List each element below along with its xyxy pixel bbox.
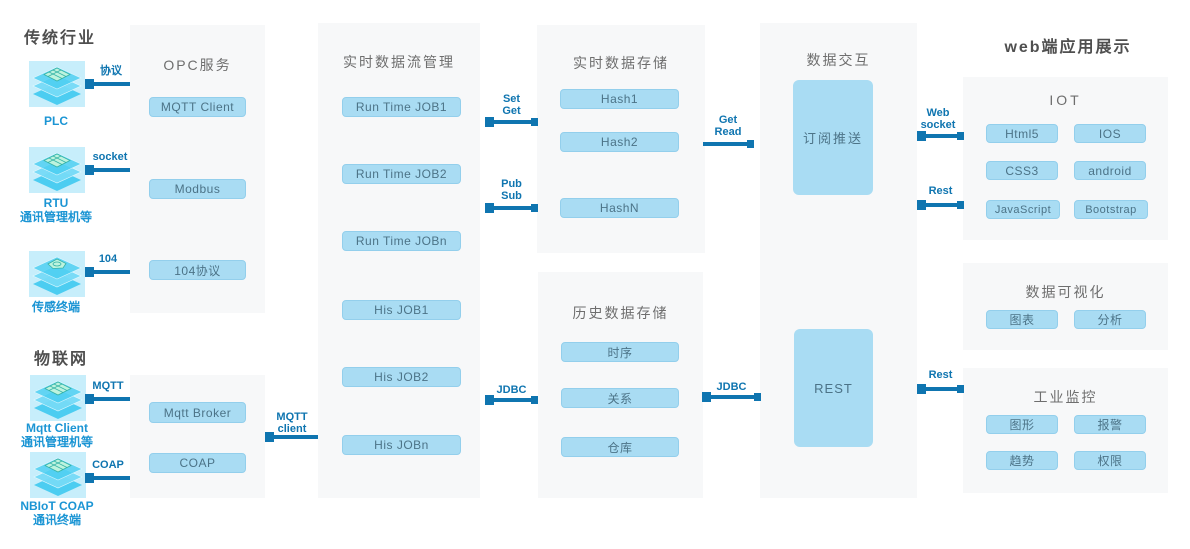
panel-title-visualization: 数据可视化 bbox=[1025, 284, 1106, 300]
connector-mqtt-client-label: MQTT client bbox=[276, 411, 308, 435]
panel-title-exchange: 数据交互 bbox=[806, 52, 871, 68]
connector-mqtt-client bbox=[265, 432, 318, 442]
connector-web-socket-label: Web socket bbox=[920, 107, 956, 131]
exchange-box-rest: REST bbox=[794, 329, 873, 447]
iot-button-bootstrap: Bootstrap bbox=[1074, 200, 1148, 219]
connector-rest-bottom bbox=[917, 384, 964, 394]
connector-rest-top bbox=[917, 200, 964, 210]
connector-coap-label: COAP bbox=[92, 459, 124, 471]
stream-button-runtime-job2: Run Time JOB2 bbox=[342, 164, 461, 184]
connector-rest-top-label: Rest bbox=[928, 185, 953, 197]
stream-button-his-jobn: His JOBn bbox=[342, 435, 461, 455]
connector-pub-sub bbox=[485, 203, 538, 213]
connector-coap bbox=[85, 473, 130, 483]
connector-jdbc-right-label: JDBC bbox=[716, 381, 747, 393]
connector-jdbc-left bbox=[485, 395, 538, 405]
connector-web-socket bbox=[917, 131, 964, 141]
viz-button-analysis: 分析 bbox=[1074, 310, 1146, 329]
panel-title-realtime-store: 实时数据存储 bbox=[573, 55, 669, 71]
device-label-plc: PLC bbox=[44, 114, 68, 128]
connector-rest-bottom-label: Rest bbox=[928, 369, 953, 381]
opc-button-modbus: Modbus bbox=[149, 179, 246, 199]
panel-iot-gateway bbox=[130, 375, 265, 498]
realtime-button-hash1: Hash1 bbox=[560, 89, 679, 109]
device-icon-mqtt-client bbox=[30, 375, 86, 421]
device-icon-rtu bbox=[29, 147, 85, 193]
connector-104 bbox=[85, 267, 130, 277]
panel-visualization bbox=[963, 263, 1168, 350]
history-button-relational: 关系 bbox=[561, 388, 679, 408]
connector-jdbc-left-label: JDBC bbox=[496, 384, 527, 396]
panel-history-store bbox=[538, 272, 703, 498]
iot-button-android: android bbox=[1074, 161, 1146, 180]
device-label-rtu: RTU 通讯管理机等 bbox=[19, 196, 92, 224]
stream-button-runtime-jobn: Run Time JOBn bbox=[342, 231, 461, 251]
device-label-mqtt-client: Mqtt Client 通讯管理机等 bbox=[20, 421, 93, 449]
stream-button-runtime-job1: Run Time JOB1 bbox=[342, 97, 461, 117]
gateway-button-coap: COAP bbox=[149, 453, 246, 473]
connector-set-get-label: Set Get bbox=[502, 93, 521, 117]
iot-button-html5: Html5 bbox=[986, 124, 1058, 143]
section-title-legacy-industry: 传统行业 bbox=[24, 30, 97, 47]
panel-title-monitor: 工业监控 bbox=[1033, 389, 1098, 405]
connector-set-get bbox=[485, 117, 538, 127]
monitor-button-graphics: 图形 bbox=[986, 415, 1058, 434]
opc-button-mqtt-client: MQTT Client bbox=[149, 97, 246, 117]
iot-button-javascript: JavaScript bbox=[986, 200, 1060, 219]
stream-button-his-job2: His JOB2 bbox=[342, 367, 461, 387]
device-icon-sensor bbox=[29, 251, 85, 297]
connector-protocol-label: 协议 bbox=[100, 65, 122, 77]
stream-button-his-job1: His JOB1 bbox=[342, 300, 461, 320]
panel-title-history-store: 历史数据存储 bbox=[572, 305, 669, 321]
connector-mqtt bbox=[85, 394, 130, 404]
gateway-button-mqtt-broker: Mqtt Broker bbox=[149, 402, 246, 423]
panel-title-opc: OPC服务 bbox=[163, 57, 232, 73]
connector-socket bbox=[85, 165, 130, 175]
viz-button-charts: 图表 bbox=[986, 310, 1058, 329]
monitor-button-alarm: 报警 bbox=[1074, 415, 1146, 434]
connector-socket-label: socket bbox=[92, 151, 128, 163]
device-icon-nbiot bbox=[30, 452, 86, 498]
exchange-box-subscribe-push: 订阅推送 bbox=[793, 80, 873, 195]
connector-104-label: 104 bbox=[98, 253, 118, 265]
monitor-button-permission: 权限 bbox=[1074, 451, 1146, 470]
connector-get-read bbox=[703, 140, 754, 148]
device-label-sensor: 传感终端 bbox=[31, 300, 80, 314]
connector-pub-sub-label: Pub Sub bbox=[501, 178, 522, 202]
connector-get-read-label: Get Read bbox=[714, 114, 742, 138]
history-button-warehouse: 仓库 bbox=[561, 437, 679, 457]
section-title-web-display: web端应用展示 bbox=[1004, 39, 1132, 56]
history-button-timeseries: 时序 bbox=[561, 342, 679, 362]
device-label-nbiot: NBIoT COAP 通讯终端 bbox=[20, 499, 94, 527]
section-title-iot-network: 物联网 bbox=[34, 351, 89, 368]
panel-title-iot: IOT bbox=[1049, 92, 1082, 108]
panel-title-stream: 实时数据流管理 bbox=[343, 54, 455, 70]
realtime-button-hash2: Hash2 bbox=[560, 132, 679, 152]
panel-stream-management bbox=[318, 23, 480, 498]
opc-button-104: 104协议 bbox=[149, 260, 246, 280]
iot-button-ios: IOS bbox=[1074, 124, 1146, 143]
iot-button-css3: CSS3 bbox=[986, 161, 1058, 180]
monitor-button-trend: 趋势 bbox=[986, 451, 1058, 470]
connector-protocol bbox=[85, 79, 130, 89]
connector-mqtt-label: MQTT bbox=[92, 380, 124, 392]
realtime-button-hashn: HashN bbox=[560, 198, 679, 218]
device-icon-plc bbox=[29, 61, 85, 107]
connector-jdbc-right bbox=[702, 392, 761, 402]
